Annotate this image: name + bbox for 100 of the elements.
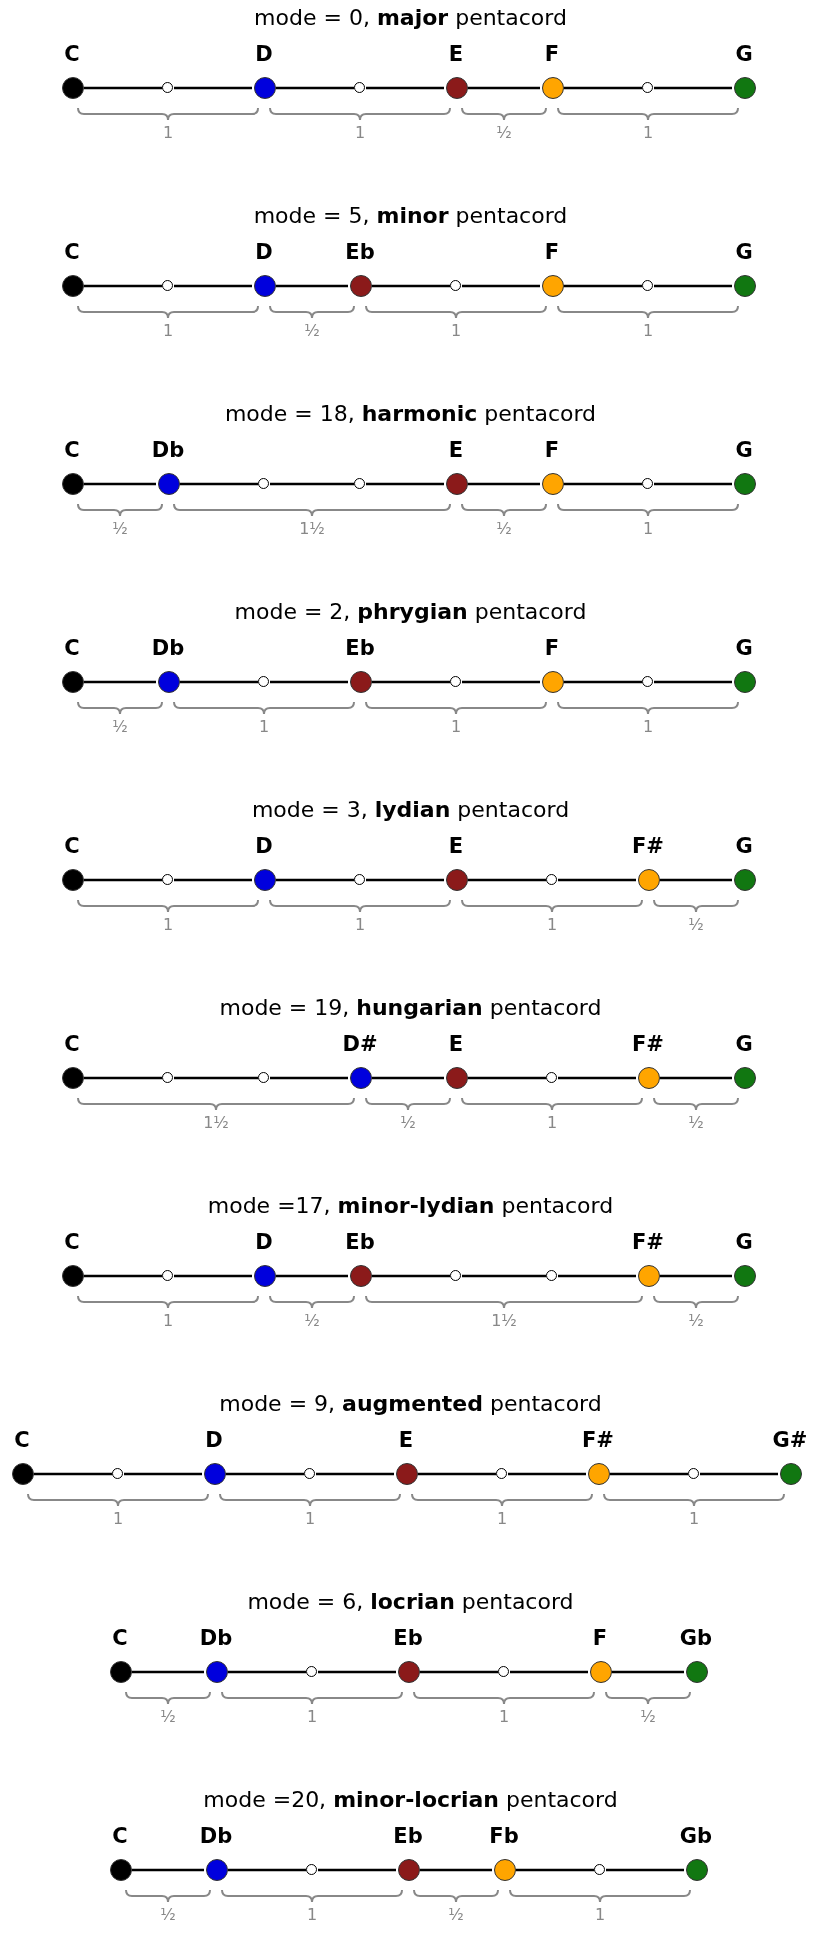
semitone-dot: [688, 1468, 699, 1479]
staff-line: [564, 482, 642, 486]
semitone-dot: [354, 478, 365, 489]
interval-label: 1: [162, 123, 174, 142]
semitone-dot: [162, 280, 173, 291]
staff-line: [564, 680, 642, 684]
row-title: mode = 9, augmented pentacord: [219, 1391, 602, 1416]
semitone-dot: [450, 280, 461, 291]
row-title: mode =20, minor-locrian pentacord: [203, 1787, 618, 1812]
note-name: C: [64, 42, 80, 66]
interval-label: 1: [354, 123, 366, 142]
note-name: C: [14, 1428, 30, 1452]
staff-line: [180, 482, 258, 486]
staff-line: [462, 1274, 546, 1278]
note-name: Db: [199, 1824, 233, 1848]
row-title: mode = 2, phrygian pentacord: [234, 599, 587, 624]
note-name: Eb: [393, 1626, 423, 1650]
semitone-dot: [546, 1072, 557, 1083]
interval-label: 1: [306, 1707, 318, 1726]
staff-line: [510, 1670, 588, 1674]
interval-label: 1: [304, 1509, 316, 1528]
staff-line: [468, 482, 540, 486]
semitone-dot: [354, 82, 365, 93]
note-name: F: [544, 42, 560, 66]
interval-label: 1: [162, 1311, 174, 1330]
note-name: Gb: [679, 1626, 713, 1650]
interval-label: ½: [112, 519, 128, 538]
staff-line: [84, 680, 156, 684]
interval-label: 1: [496, 1509, 508, 1528]
staff-line: [132, 1670, 204, 1674]
note-name: C: [112, 1824, 128, 1848]
note-name: E: [448, 834, 464, 858]
semitone-dot: [642, 280, 653, 291]
note-name: C: [64, 240, 80, 264]
semitone-dot: [498, 1666, 509, 1677]
interval-label: ½: [688, 1311, 704, 1330]
interval-label: ½: [496, 519, 512, 538]
row-title: mode = 3, lydian pentacord: [251, 797, 570, 822]
staff-line: [468, 878, 546, 882]
staff-line: [84, 284, 162, 288]
note-name: G: [735, 1230, 753, 1254]
note-name: C: [64, 834, 80, 858]
semitone-dot: [450, 676, 461, 687]
interval-label: ½: [688, 915, 704, 934]
row-title: mode =17, minor-lydian pentacord: [207, 1193, 614, 1218]
interval-label: ½: [112, 717, 128, 736]
interval-label: 1: [498, 1707, 510, 1726]
staff-line: [564, 284, 642, 288]
semitone-dot: [306, 1864, 317, 1875]
note-name: Db: [199, 1626, 233, 1650]
interval-label: ½: [304, 1311, 320, 1330]
staff-line: [462, 680, 540, 684]
staff-line: [372, 680, 450, 684]
staff-line: [372, 1076, 444, 1080]
semitone-dot: [642, 82, 653, 93]
staff-line: [174, 284, 252, 288]
interval-label: 1: [642, 717, 654, 736]
note-name: G: [735, 438, 753, 462]
note-name: D: [255, 42, 273, 66]
row-title: mode = 19, hungarian pentacord: [219, 995, 602, 1020]
interval-label: 1: [546, 915, 558, 934]
semitone-dot: [162, 82, 173, 93]
staff-line: [270, 482, 354, 486]
interval-label: ½: [448, 1905, 464, 1924]
interval-label: ½: [496, 123, 512, 142]
staff-line: [606, 1868, 684, 1872]
note-name: E: [398, 1428, 414, 1452]
staff-line: [276, 1274, 348, 1278]
interval-label: 1: [642, 519, 654, 538]
interval-label: 1: [594, 1905, 606, 1924]
interval-label: 1: [450, 321, 462, 340]
staff-line: [84, 86, 162, 90]
row-title: mode = 5, minor pentacord: [253, 203, 568, 228]
interval-label: 1: [354, 915, 366, 934]
interval-label: 1½: [299, 519, 325, 538]
note-name: C: [64, 438, 80, 462]
semitone-dot: [162, 1270, 173, 1281]
staff-line: [270, 1076, 348, 1080]
row-title: mode = 0, major pentacord: [254, 5, 567, 30]
interval-label: 1: [112, 1509, 124, 1528]
note-name: Fb: [489, 1824, 519, 1848]
semitone-dot: [546, 874, 557, 885]
semitone-dot: [258, 676, 269, 687]
note-name: G: [735, 834, 753, 858]
note-name: E: [448, 1032, 464, 1056]
interval-label: 1: [642, 321, 654, 340]
staff-line: [174, 1274, 252, 1278]
interval-label: 1: [450, 717, 462, 736]
interval-label: 1: [642, 123, 654, 142]
note-name: F: [592, 1626, 608, 1650]
staff-line: [174, 878, 252, 882]
note-name: F: [544, 438, 560, 462]
note-name: Eb: [345, 240, 375, 264]
interval-label: 1: [688, 1509, 700, 1528]
note-name: Eb: [345, 1230, 375, 1254]
semitone-dot: [546, 1270, 557, 1281]
interval-label: 1½: [203, 1113, 229, 1132]
note-name: C: [112, 1626, 128, 1650]
staff-line: [654, 482, 732, 486]
staff-line: [84, 482, 156, 486]
